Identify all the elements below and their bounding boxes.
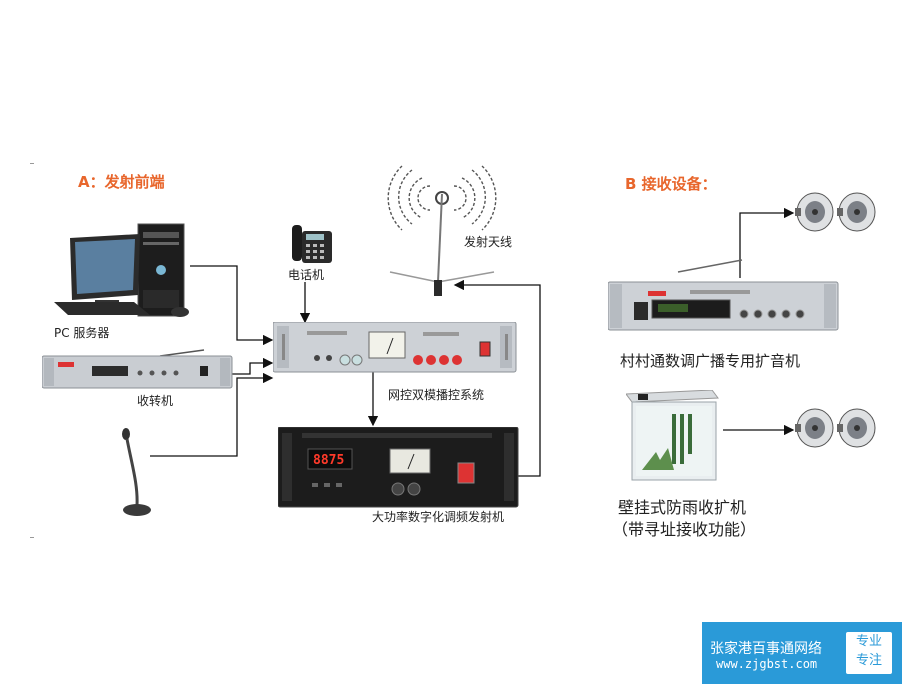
company-url[interactable]: www.zjgbst.com — [716, 657, 818, 671]
wire-amplifier-speakers — [739, 207, 795, 278]
amplifier-unit-icon — [608, 259, 839, 331]
receiver-unit-icon — [42, 349, 233, 389]
horn-speakers-icon — [795, 192, 876, 232]
badge-line1: 专业 — [855, 634, 882, 649]
pc-computer-icon — [54, 223, 189, 317]
antenna-icon — [387, 165, 497, 296]
section-a-title: A：发射前端 — [78, 173, 165, 191]
wall-amp-label-line2: （带寻址接收功能） — [612, 520, 757, 539]
antenna-label: 发射天线 — [464, 235, 513, 249]
wire-receiver-controller — [232, 357, 274, 375]
microphone-icon — [122, 428, 151, 516]
controller-unit-icon — [273, 322, 517, 373]
controller-label: 网控双模播控系统 — [388, 388, 485, 402]
telephone-icon — [292, 225, 332, 263]
receiver-label: 收转机 — [137, 394, 174, 408]
badge-line2: 专注 — [855, 653, 882, 668]
wall-amplifier-icon — [626, 390, 719, 481]
brand-footer: 张家港百事通网络 www.zjgbst.com 专业 专注 — [702, 622, 902, 684]
edge-mark — [30, 163, 34, 164]
section-b-title: B 接收设备： — [625, 175, 717, 193]
phone-label: 电话机 — [288, 268, 325, 282]
wire-transmitter-antenna — [453, 279, 541, 477]
wire-pc-controller — [190, 265, 274, 346]
brand-badge: 专业 专注 — [846, 632, 892, 674]
transmitter-label: 大功率数字化调频发射机 — [372, 510, 505, 524]
horn-speakers-icon — [795, 408, 876, 448]
transmitter-display: 8875 — [313, 453, 345, 468]
company-name: 张家港百事通网络 — [710, 641, 822, 657]
edge-mark — [30, 537, 34, 538]
pc-label: PC 服务器 — [54, 326, 110, 340]
wall-amp-label-line1: 壁挂式防雨收扩机 — [618, 498, 747, 517]
amplifier-label: 村村通数调广播专用扩音机 — [620, 352, 801, 370]
wire-mic-controller — [150, 372, 274, 457]
transmitter-unit-icon — [278, 427, 519, 508]
